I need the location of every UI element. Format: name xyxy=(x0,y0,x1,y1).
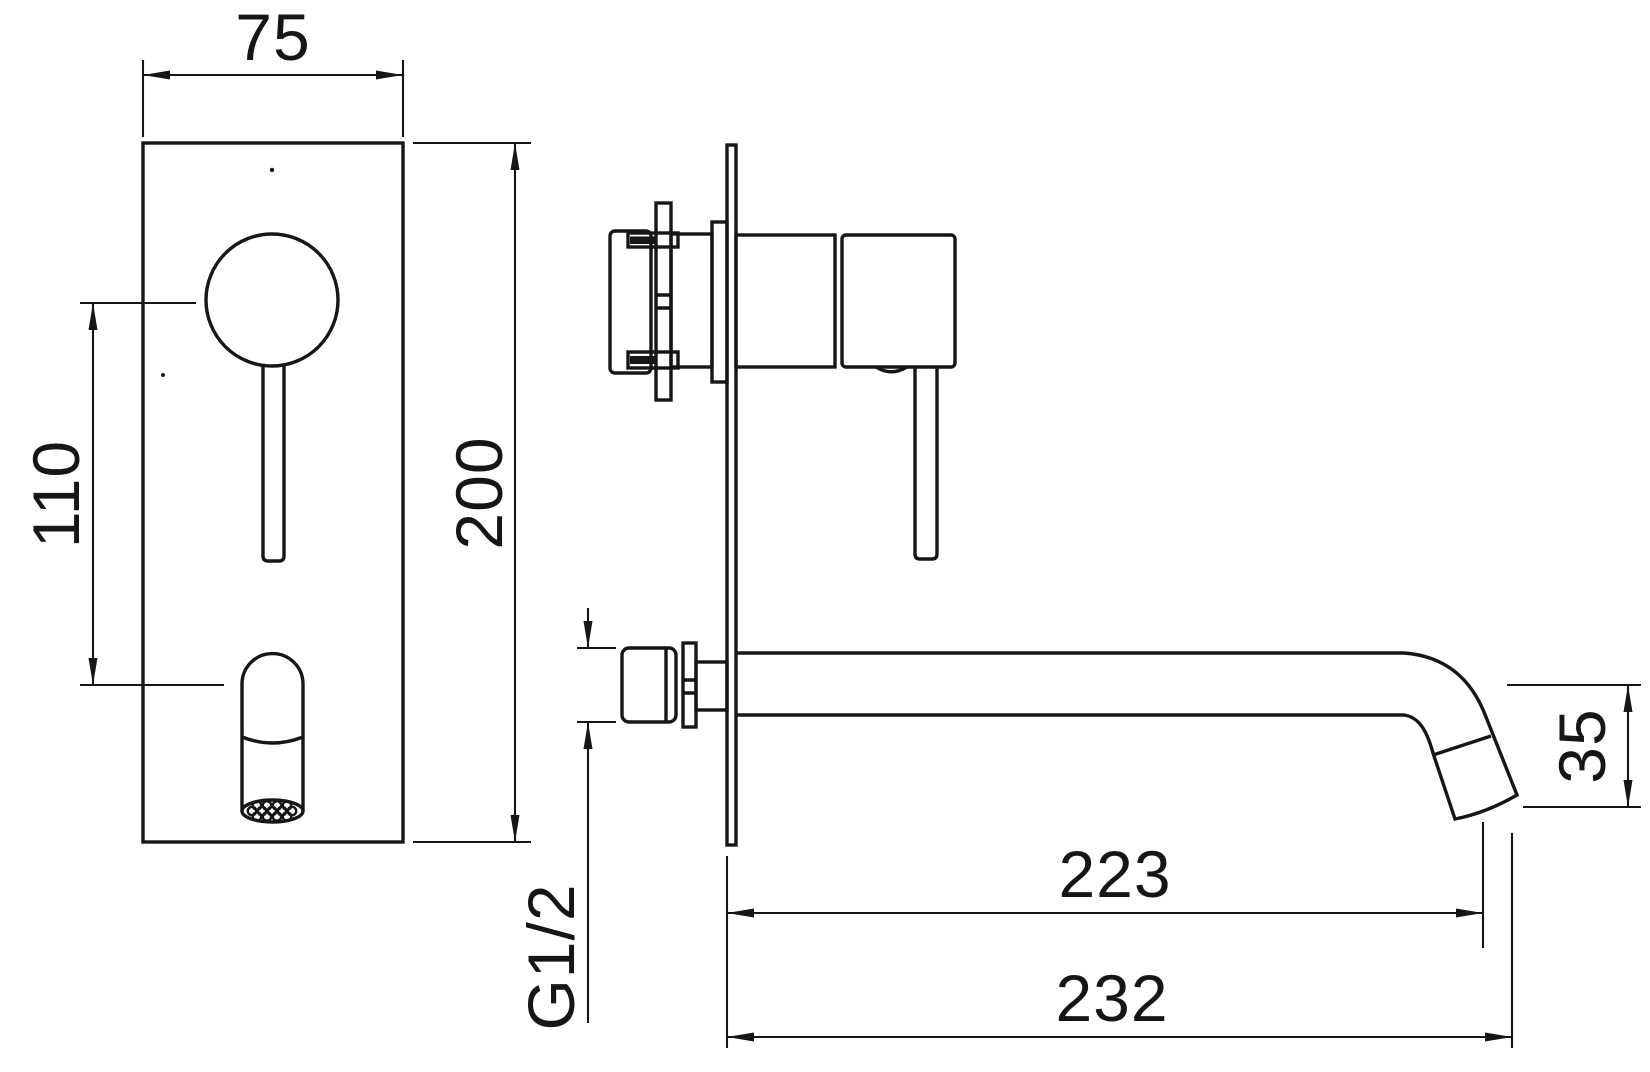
dim-plate-height: 200 xyxy=(413,141,531,844)
front-aerator-mesh xyxy=(246,800,298,822)
side-handle-set-screw xyxy=(875,365,908,374)
dim-plate-width-lines xyxy=(141,60,405,137)
front-view xyxy=(141,141,405,844)
dim-spout-drop-arrow-bottom xyxy=(1623,780,1633,807)
side-mounting-bracket-notch xyxy=(656,293,671,310)
dim-plate-height-lines xyxy=(413,141,531,844)
dim-handle-to-spout-arrow-bottom xyxy=(88,658,98,685)
side-spout-tube xyxy=(736,651,1520,821)
drawing-root: 75 200 110 xyxy=(19,0,1641,1048)
dim-handle-to-spout-arrow-top xyxy=(88,303,98,330)
dim-plate-width-arrow-right xyxy=(376,70,403,80)
side-inlet-stub xyxy=(694,660,729,712)
side-mount-screw-bottom xyxy=(626,350,680,370)
side-mount-screw-top xyxy=(626,231,680,249)
dim-spout-drop: 35 xyxy=(1507,683,1641,809)
dim-spout-projection-arrow-right xyxy=(1456,908,1483,918)
dim-inlet-thread-label: G1/2 xyxy=(514,883,588,1030)
dim-spout-overall: 232 xyxy=(727,833,1514,1048)
front-aerator-rim xyxy=(240,798,305,824)
front-handle-lever xyxy=(261,364,286,563)
side-handle-body xyxy=(840,233,957,369)
dim-spout-drop-arrow-top xyxy=(1623,685,1633,712)
dim-spout-overall-label: 232 xyxy=(1055,961,1168,1035)
side-wall-plate xyxy=(725,143,738,847)
front-spout-body xyxy=(240,651,305,811)
side-inlet-nipple xyxy=(620,646,678,724)
dim-inlet-thread-arrow-bottom xyxy=(583,722,593,749)
dim-handle-to-spout: 110 xyxy=(19,301,224,687)
side-view xyxy=(608,143,1520,847)
dim-spout-overall-arrow-right xyxy=(1485,1032,1512,1042)
dim-plate-height-arrow-top xyxy=(510,143,520,170)
dim-spout-projection: 223 xyxy=(725,822,1485,1048)
dim-spout-projection-arrow-left xyxy=(727,908,754,918)
side-inlet-flange-lines xyxy=(683,678,696,695)
dim-plate-width-arrow-left xyxy=(143,70,170,80)
side-escutcheon-flange xyxy=(710,220,729,384)
front-plate-center-mark-left xyxy=(161,373,165,377)
dim-handle-to-spout-lines xyxy=(80,301,224,687)
front-dimensions: 75 200 110 xyxy=(19,0,531,844)
side-spout-aerator-joint xyxy=(1432,734,1492,757)
dim-spout-drop-label: 35 xyxy=(1545,708,1619,783)
side-dimensions: G1/2 35 223 232 xyxy=(514,608,1641,1048)
dim-plate-height-label: 200 xyxy=(442,436,516,549)
dim-plate-height-arrow-bottom xyxy=(510,815,520,842)
side-mixer-cylinder xyxy=(734,233,837,369)
side-rough-in-body xyxy=(608,229,653,375)
dim-handle-to-spout-label: 110 xyxy=(19,440,93,548)
front-plate-center-mark-top xyxy=(269,167,275,173)
dim-spout-projection-lines xyxy=(725,822,1485,1048)
front-spout-joint-line xyxy=(241,735,304,745)
dim-inlet-thread: G1/2 xyxy=(514,608,616,1031)
dim-spout-projection-label: 223 xyxy=(1058,837,1171,911)
front-wall-plate-outline xyxy=(141,141,405,844)
dim-spout-overall-lines xyxy=(727,833,1514,1048)
dim-plate-width-label: 75 xyxy=(235,0,310,74)
front-handle-knob xyxy=(204,232,340,368)
dim-inlet-thread-lines xyxy=(577,608,616,1023)
side-handle-lever xyxy=(913,367,939,561)
dim-spout-overall-arrow-left xyxy=(727,1032,754,1042)
dim-plate-width: 75 xyxy=(141,0,405,137)
dim-inlet-thread-arrow-top xyxy=(583,621,593,648)
